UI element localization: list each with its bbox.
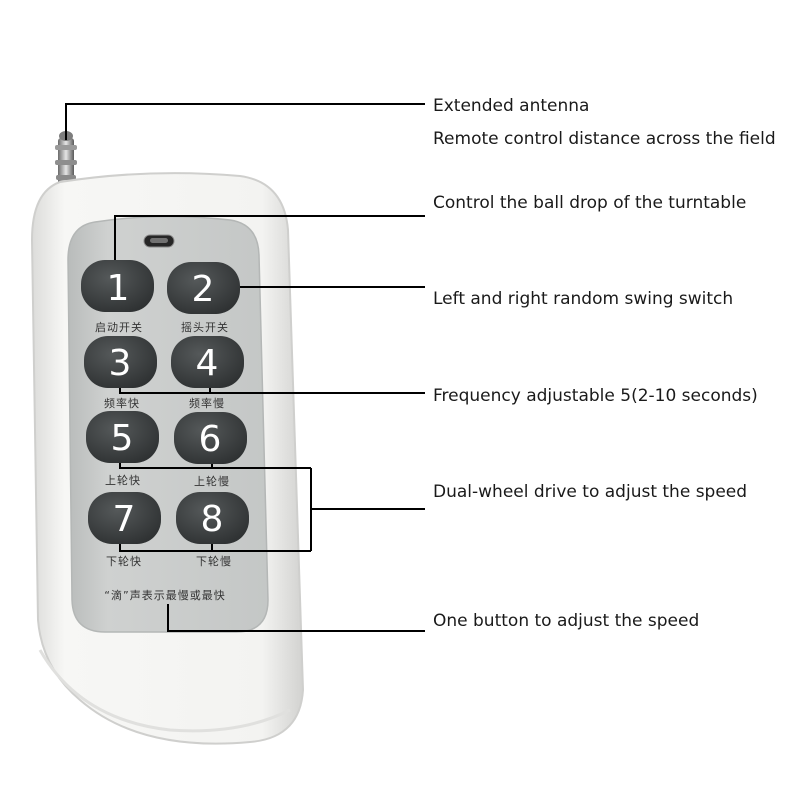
antenna-leader [65,103,425,140]
button-1-number: 1 [107,268,130,309]
button-8-label: 下轮慢 [196,555,232,568]
button-2-number: 2 [192,269,215,310]
button-7[interactable]: 7 [88,492,161,544]
button-8-number: 8 [201,499,224,540]
button-1[interactable]: 1 [81,260,154,312]
button-5[interactable]: 5 [86,411,159,463]
button-4-number: 4 [196,343,219,384]
led-indicator [143,234,175,248]
keypad: 1 2 3 4 5 6 7 [81,260,249,544]
callout-distance: Remote control distance across the field [433,129,776,149]
button-5-number: 5 [111,418,134,459]
button-3[interactable]: 3 [84,336,157,388]
button-6[interactable]: 6 [174,412,247,464]
button-4[interactable]: 4 [171,336,244,388]
button-3-label: 频率快 [104,397,140,410]
button-8[interactable]: 8 [176,492,249,544]
button-5-label: 上轮快 [105,474,141,487]
callout-one-button: One button to adjust the speed [433,611,700,631]
one-button-leader [167,604,425,632]
callout-swing: Left and right random swing switch [433,289,734,309]
antenna [55,131,77,190]
button-3-number: 3 [109,343,132,384]
button-7-label: 下轮快 [106,555,142,568]
button-7-number: 7 [113,499,136,540]
button-6-label: 上轮慢 [194,475,230,488]
button-4-label: 频率慢 [189,397,225,410]
callout-ball-drop: Control the ball drop of the turntable [433,193,747,213]
button-1-label: 启动开关 [95,321,143,334]
button-2-label: 摇头开关 [181,321,229,334]
callout-frequency: Frequency adjustable 5(2-10 seconds) [433,386,758,406]
button-2[interactable]: 2 [167,262,240,314]
callout-antenna: Extended antenna [433,96,590,116]
ball-drop-leader [114,215,425,260]
bottom-note: “滴”声表示最慢或最快 [104,589,226,602]
button-6-number: 6 [199,419,222,460]
callout-dual-wheel: Dual-wheel drive to adjust the speed [433,482,748,502]
